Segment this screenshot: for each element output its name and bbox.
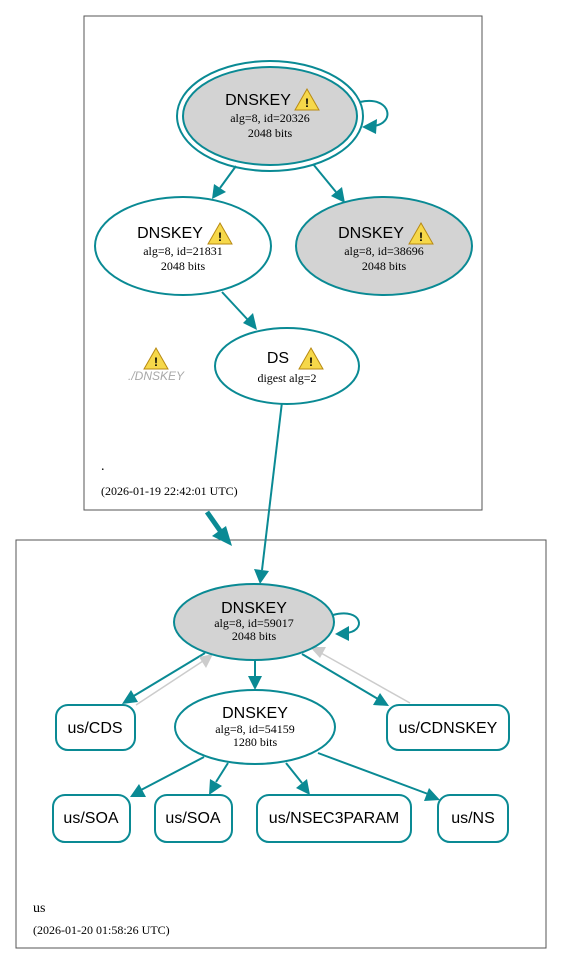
edge-cds-to-us-ksk [135, 660, 204, 706]
record-us-nsec3param[interactable]: us/NSEC3PARAM [256, 794, 412, 843]
edge-root-ksk-to-key3 [312, 163, 337, 193]
node-key-size: 2048 bits [232, 629, 277, 643]
us-zsk-ellipse [174, 689, 336, 765]
delegation-arrowhead [212, 526, 232, 546]
arrowhead [130, 784, 146, 797]
record-box [256, 794, 412, 843]
edge-root-ksk-self [359, 99, 389, 127]
root-zsk-ellipse [94, 196, 272, 296]
edge-cdnskey-to-us-ksk [320, 652, 411, 704]
node-title: DNSKEY [225, 92, 291, 109]
us-zsk-node[interactable]: DNSKEY alg=8, id=54159 1280 bits [174, 689, 336, 765]
arrowhead [212, 184, 226, 199]
node-key-size: 2048 bits [362, 259, 407, 273]
record-label: us/NS [451, 810, 495, 827]
arrowhead [362, 119, 377, 134]
root-zone-timestamp: (2026-01-19 22:42:01 UTC) [101, 484, 238, 498]
node-key-size: 2048 bits [248, 126, 293, 140]
record-box [55, 704, 136, 751]
record-label: us/SOA [63, 810, 118, 827]
node-key-info: alg=8, id=54159 [215, 722, 295, 736]
arrowhead [310, 647, 326, 658]
arrowhead [243, 313, 257, 330]
node-key-info: alg=8, id=20326 [230, 111, 310, 125]
arrowhead [424, 788, 440, 801]
arrowhead [254, 569, 269, 584]
record-box [154, 794, 233, 843]
arrowhead [331, 187, 345, 203]
node-key-size: 1280 bits [233, 735, 278, 749]
node-title: DNSKEY [222, 705, 288, 722]
edge-root-zsk-to-ds [221, 291, 249, 321]
record-label: us/CDS [67, 720, 122, 737]
node-key-info: alg=8, id=38696 [344, 244, 424, 258]
record-us-soa-2[interactable]: us/SOA [154, 794, 233, 843]
root-zsk-node[interactable]: DNSKEY alg=8, id=21831 2048 bits [94, 196, 272, 296]
root-zone-name: . [101, 459, 105, 474]
edge-root-ksk-to-zsk [219, 165, 237, 189]
root-ksk-node[interactable]: DNSKEY alg=8, id=20326 2048 bits [176, 60, 364, 172]
record-label: us/NSEC3PARAM [269, 810, 399, 827]
record-label: us/CDNSKEY [399, 720, 498, 737]
record-us-cds[interactable]: us/CDS [55, 704, 136, 751]
node-key-info: alg=8, id=21831 [143, 244, 223, 258]
node-key-info: alg=8, id=59017 [214, 616, 294, 630]
arrowhead [248, 676, 262, 690]
arrowhead [296, 779, 310, 795]
root-key-38696-node[interactable]: DNSKEY alg=8, id=38696 2048 bits [295, 196, 473, 296]
edge-us-zsk-to-ns [317, 752, 429, 795]
edge-us-zsk-to-soa-2 [215, 762, 229, 783]
us-ksk-node[interactable]: DNSKEY alg=8, id=59017 2048 bits [173, 583, 335, 661]
us-zone-name: us [33, 901, 45, 916]
us-zone-timestamp: (2026-01-20 01:58:26 UTC) [33, 923, 170, 937]
node-title: DNSKEY [137, 225, 203, 242]
record-us-soa-1[interactable]: us/SOA [52, 794, 131, 843]
missing-dnskey-label: ./DNSKEY [128, 369, 185, 383]
arrowhead [335, 626, 349, 641]
edge-us-zsk-to-soa-1 [140, 756, 205, 791]
node-title: DNSKEY [338, 225, 404, 242]
edge-us-ksk-to-cds [131, 652, 206, 698]
record-box [52, 794, 131, 843]
edge-us-ksk-self [332, 612, 360, 634]
missing-dnskey-indicator[interactable]: ./DNSKEY [128, 347, 185, 383]
arrowhead [122, 690, 138, 704]
edge-us-ksk-to-cdnskey [301, 653, 379, 700]
arrowhead [373, 693, 389, 706]
node-key-size: 2048 bits [161, 259, 206, 273]
record-box [386, 704, 510, 751]
arrowhead [199, 654, 213, 668]
edge-ds-to-us-ksk [261, 401, 283, 571]
record-box [437, 794, 509, 843]
trust-anchor-ring [176, 60, 364, 172]
node-title: DNSKEY [221, 600, 287, 617]
us-ds-node[interactable]: DS digest alg=2 [214, 327, 360, 405]
us-ds-ellipse [214, 327, 360, 405]
node-digest-info: digest alg=2 [257, 371, 316, 385]
record-us-cdnskey[interactable]: us/CDNSKEY [386, 704, 510, 751]
edge-us-zsk-to-nsec3param [285, 762, 303, 784]
root-key-38696-ellipse [295, 196, 473, 296]
node-title: DS [267, 350, 289, 367]
root-ksk-ellipse [182, 66, 358, 166]
record-us-ns[interactable]: us/NS [437, 794, 509, 843]
delegation-edge [204, 510, 224, 534]
us-ksk-ellipse [173, 583, 335, 661]
record-label: us/SOA [165, 810, 220, 827]
arrowhead [209, 779, 222, 795]
